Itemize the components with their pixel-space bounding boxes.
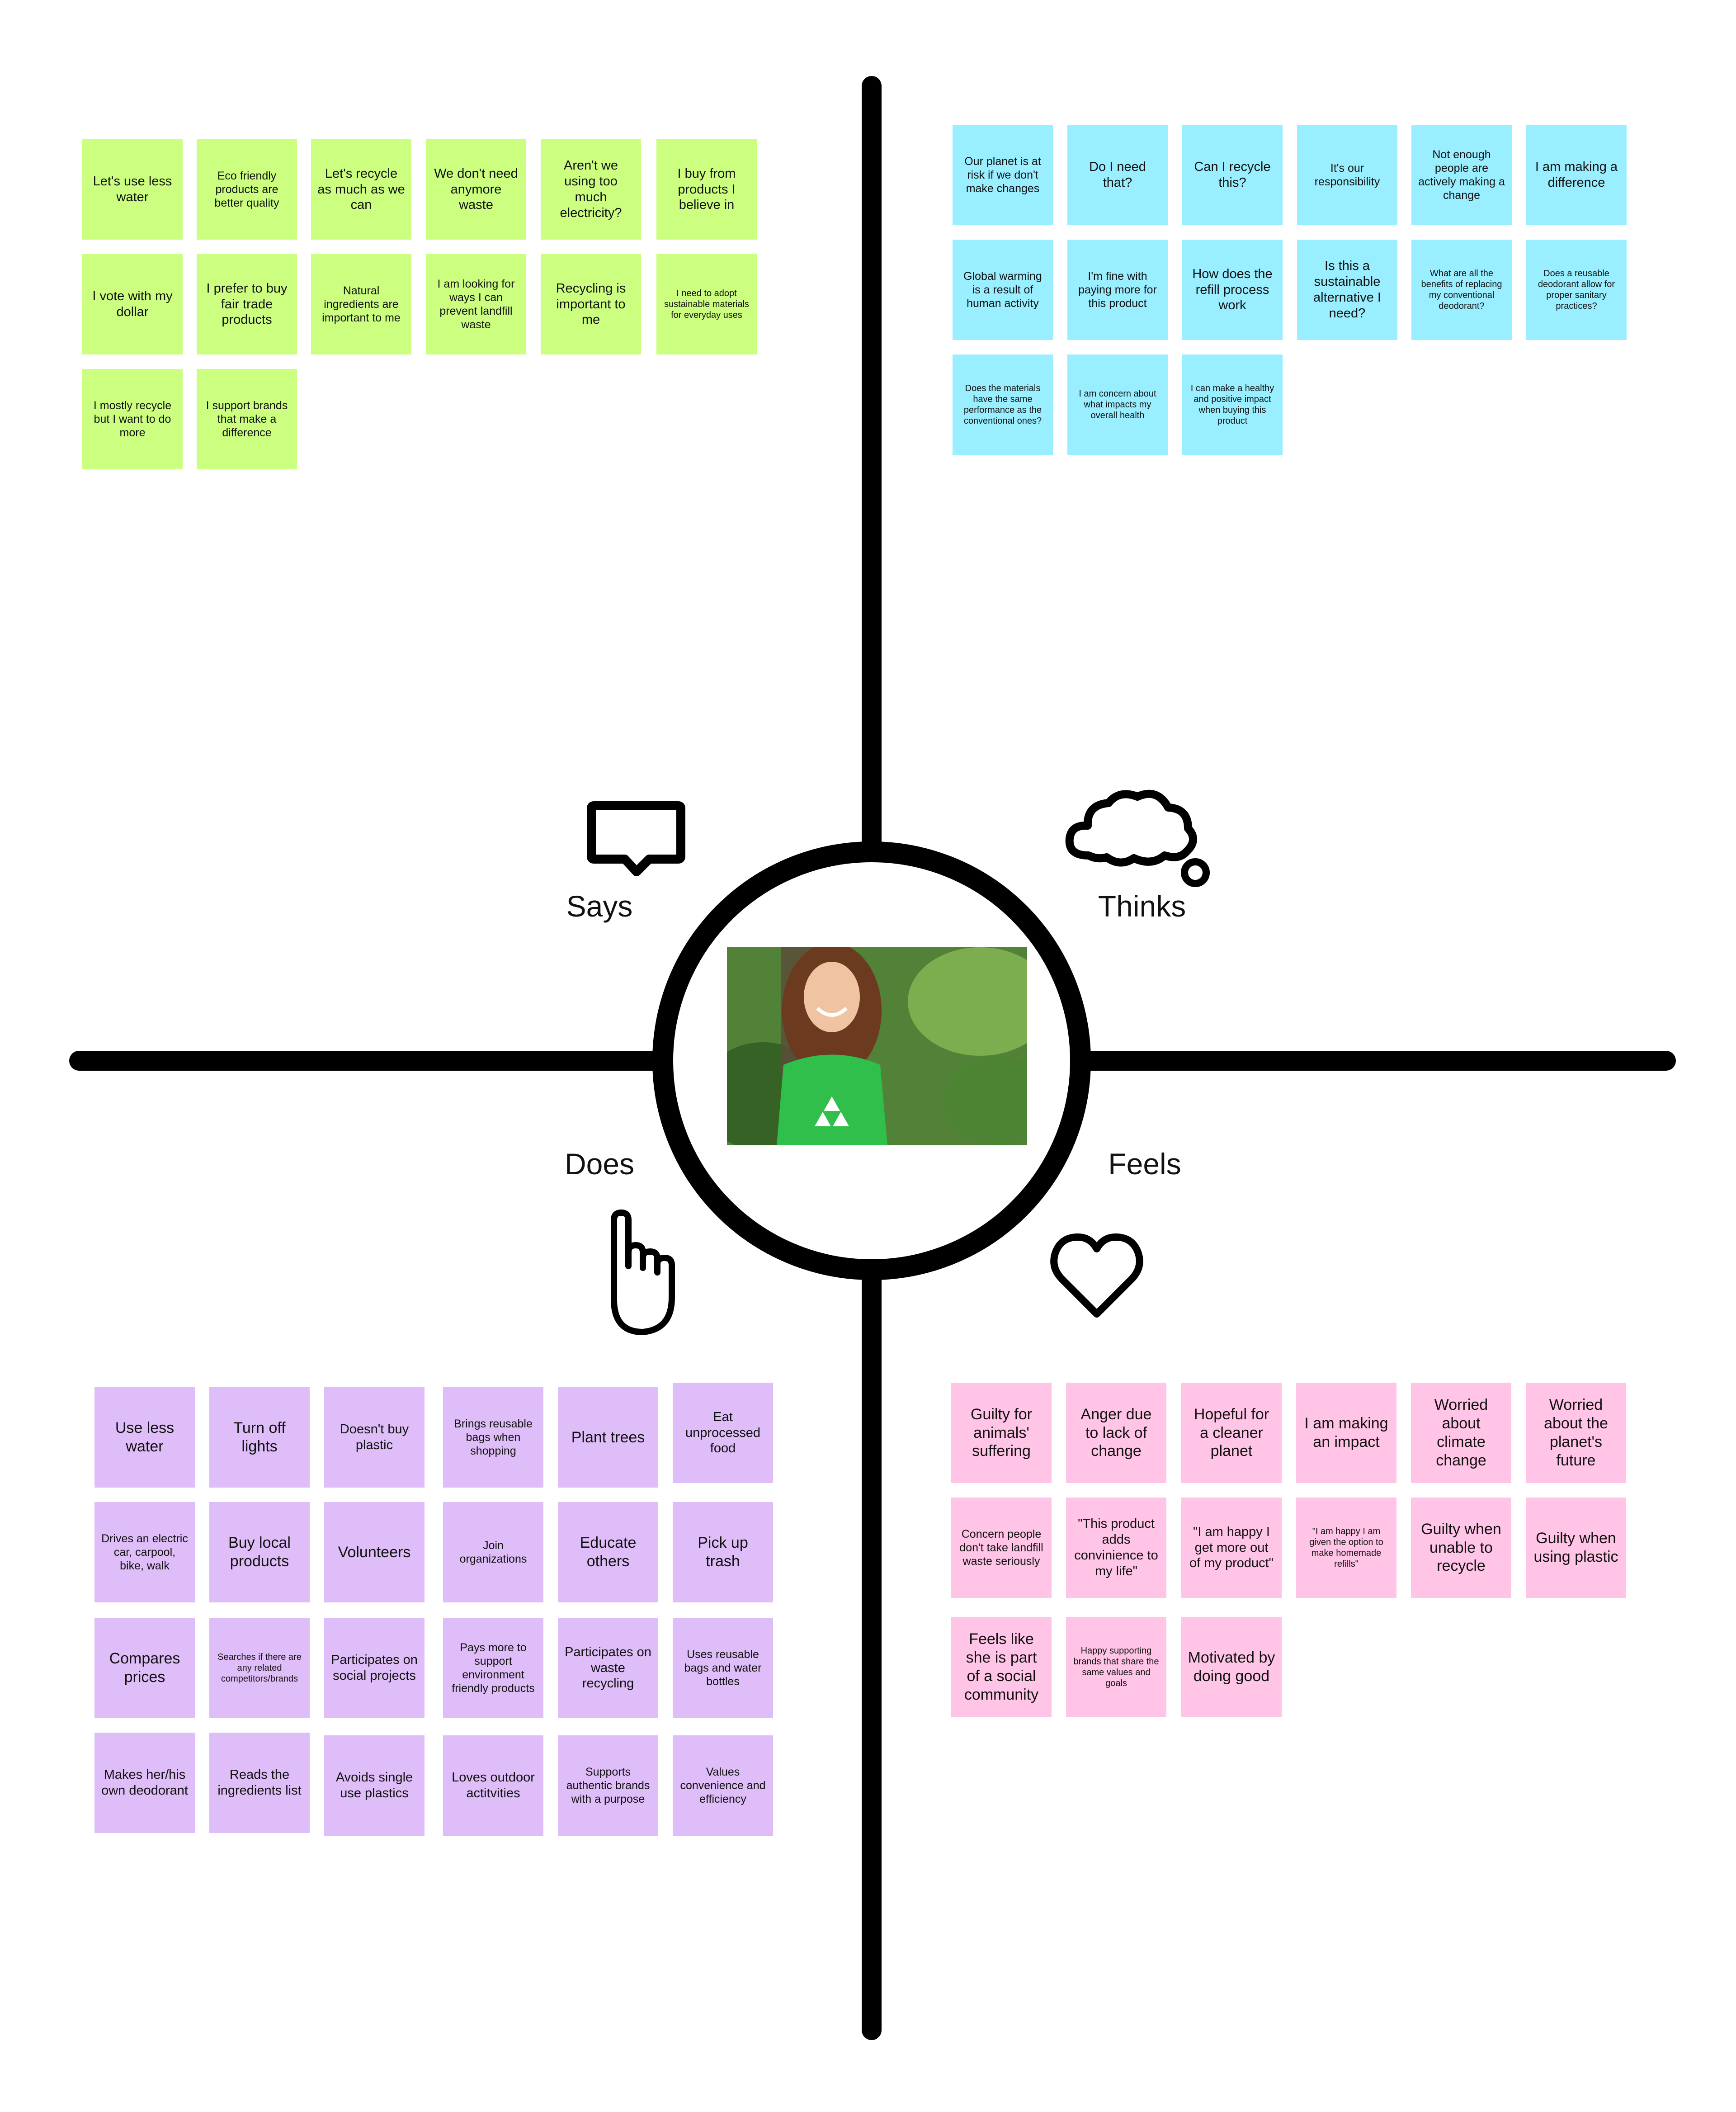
- does-note[interactable]: Volunteers: [324, 1502, 425, 1602]
- does-note[interactable]: Avoids single use plastics: [324, 1735, 425, 1836]
- thinks-note[interactable]: Does a reusable deodorant allow for prop…: [1526, 240, 1627, 340]
- does-note[interactable]: Supports authentic brands with a purpose: [558, 1735, 658, 1836]
- does-note[interactable]: Plant trees: [558, 1387, 658, 1488]
- feels-note[interactable]: "I am happy I am given the option to mak…: [1296, 1498, 1396, 1598]
- feels-note[interactable]: Guilty when using plastic: [1526, 1498, 1626, 1598]
- does-note[interactable]: Participates on social projects: [324, 1618, 425, 1718]
- heart-icon: [1050, 1233, 1143, 1318]
- feels-note[interactable]: Hopeful for a cleaner planet: [1181, 1383, 1282, 1483]
- thinks-note[interactable]: Does the materials have the same perform…: [953, 354, 1053, 455]
- says-note[interactable]: Let's use less water: [82, 139, 183, 240]
- does-note[interactable]: Loves outdoor actitvities: [443, 1735, 543, 1836]
- does-note[interactable]: Compares prices: [94, 1618, 195, 1718]
- thinks-note[interactable]: How does the refill process work: [1182, 240, 1283, 340]
- does-note[interactable]: Brings reusable bags when shopping: [443, 1387, 543, 1488]
- thinks-note[interactable]: It's our responsibility: [1297, 125, 1397, 225]
- does-note[interactable]: Join organizations: [443, 1502, 543, 1602]
- persona-photo: [727, 947, 1027, 1145]
- thinks-note[interactable]: I'm fine with paying more for this produ…: [1067, 240, 1168, 340]
- does-note[interactable]: Drives an electric car, carpool, bike, w…: [94, 1502, 195, 1602]
- thinks-note[interactable]: I am concern about what impacts my overa…: [1067, 354, 1168, 455]
- does-note[interactable]: Searches if there are any related compet…: [209, 1618, 310, 1718]
- feels-label: Feels: [1108, 1147, 1181, 1181]
- feels-note[interactable]: "This product adds convinience to my lif…: [1066, 1498, 1166, 1598]
- thinks-note[interactable]: Do I need that?: [1067, 125, 1168, 225]
- thinks-note[interactable]: I can make a healthy and positive impact…: [1182, 354, 1283, 455]
- thinks-note[interactable]: Our planet is at risk if we don't make c…: [953, 125, 1053, 225]
- says-note[interactable]: I am looking for ways I can prevent land…: [426, 254, 526, 354]
- says-note[interactable]: Let's recycle as much as we can: [311, 139, 411, 240]
- feels-note[interactable]: Guilty for animals' suffering: [951, 1383, 1052, 1483]
- says-note[interactable]: I support brands that make a difference: [197, 369, 297, 469]
- says-note[interactable]: Aren't we using too much electricity?: [541, 139, 641, 240]
- says-note[interactable]: I buy from products I believe in: [656, 139, 757, 240]
- does-note[interactable]: Educate others: [558, 1502, 658, 1602]
- says-note[interactable]: Recycling is important to me: [541, 254, 641, 354]
- says-note[interactable]: Natural ingredients are important to me: [311, 254, 411, 354]
- feels-note[interactable]: Feels like she is part of a social commu…: [951, 1617, 1052, 1717]
- says-note[interactable]: I mostly recycle but I want to do more: [82, 369, 183, 469]
- says-note[interactable]: Eco friendly products are better quality: [197, 139, 297, 240]
- does-note[interactable]: Pays more to support environment friendl…: [443, 1618, 543, 1718]
- thinks-label: Thinks: [1098, 889, 1186, 923]
- thinks-note[interactable]: I am making a difference: [1526, 125, 1627, 225]
- says-label: Says: [566, 889, 633, 923]
- feels-note[interactable]: Anger due to lack of change: [1066, 1383, 1166, 1483]
- pointing-hand-icon: [611, 1210, 675, 1335]
- does-note[interactable]: Turn off lights: [209, 1387, 310, 1488]
- does-note[interactable]: Pick up trash: [673, 1502, 773, 1602]
- feels-note[interactable]: Happy supporting brands that share the s…: [1066, 1617, 1166, 1717]
- feels-note[interactable]: Worried about climate change: [1411, 1383, 1511, 1483]
- does-note[interactable]: Reads the ingredients list: [209, 1733, 310, 1833]
- thinks-note[interactable]: Global warming is a result of human acti…: [953, 240, 1053, 340]
- does-note[interactable]: Use less water: [94, 1387, 195, 1488]
- speech-bubble-icon: [587, 801, 685, 876]
- feels-note[interactable]: Guilty when unable to recycle: [1411, 1498, 1511, 1598]
- thinks-note[interactable]: Can I recycle this?: [1182, 125, 1283, 225]
- says-note[interactable]: I vote with my dollar: [82, 254, 183, 354]
- does-note[interactable]: Doesn't buy plastic: [324, 1387, 425, 1488]
- does-note[interactable]: Eat unprocessed food: [673, 1383, 773, 1483]
- feels-note[interactable]: Worried about the planet's future: [1526, 1383, 1626, 1483]
- does-note[interactable]: Participates on waste recycling: [558, 1618, 658, 1718]
- thinks-note[interactable]: What are all the benefits of replacing m…: [1411, 240, 1512, 340]
- does-note[interactable]: Uses reusable bags and water bottles: [673, 1618, 773, 1718]
- does-note[interactable]: Values convenience and efficiency: [673, 1735, 773, 1836]
- feels-note[interactable]: Concern people don't take landfill waste…: [951, 1498, 1052, 1598]
- does-note[interactable]: Makes her/his own deodorant: [94, 1733, 195, 1833]
- says-note[interactable]: I prefer to buy fair trade products: [197, 254, 297, 354]
- thinks-note[interactable]: Not enough people are actively making a …: [1411, 125, 1512, 225]
- feels-note[interactable]: Motivated by doing good: [1181, 1617, 1282, 1717]
- feels-note[interactable]: I am making an impact: [1296, 1383, 1396, 1483]
- does-label: Does: [564, 1147, 635, 1181]
- thinks-note[interactable]: Is this a sustainable alternative I need…: [1297, 240, 1397, 340]
- feels-note[interactable]: "I am happy I get more out of my product…: [1181, 1498, 1282, 1598]
- thought-cloud-icon: [1065, 789, 1210, 887]
- does-note[interactable]: Buy local products: [209, 1502, 310, 1602]
- says-note[interactable]: We don't need anymore waste: [426, 139, 526, 240]
- says-note[interactable]: I need to adopt sustainable materials fo…: [656, 254, 757, 354]
